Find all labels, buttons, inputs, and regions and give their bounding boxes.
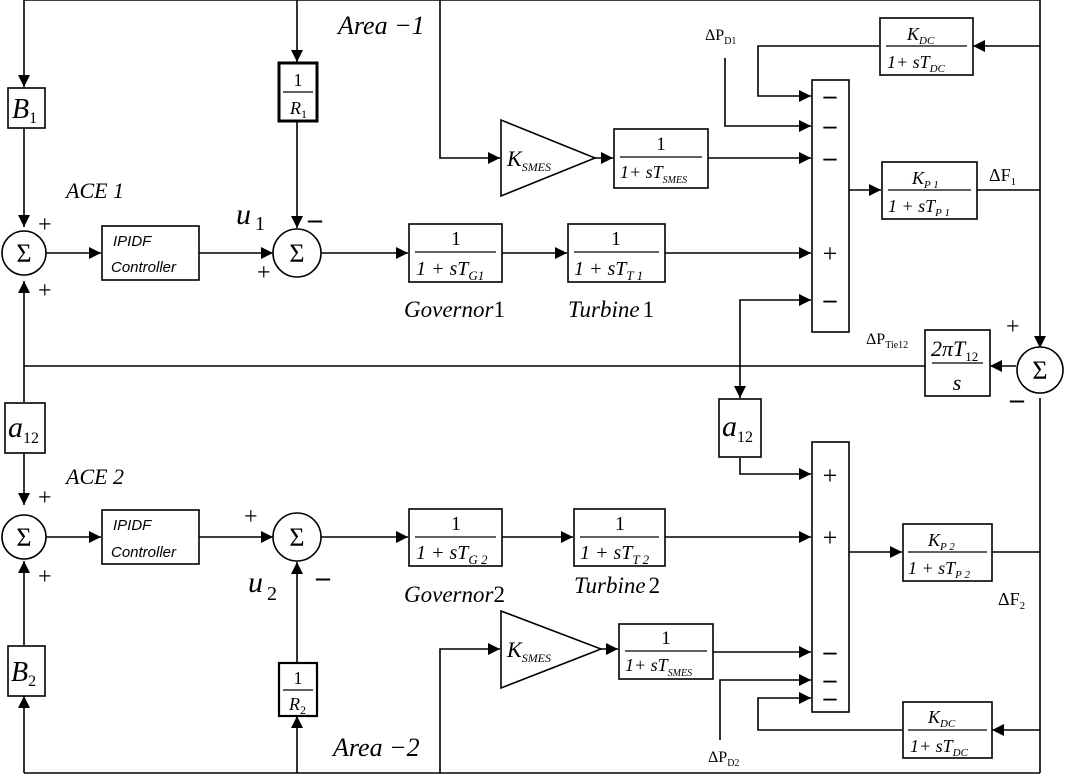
area2-label: Area −2 xyxy=(331,733,420,762)
smes1-den: 1+ sTSMES xyxy=(620,162,687,186)
ksmes1-label: KSMES xyxy=(506,146,551,174)
controller1-block xyxy=(101,225,200,281)
tie-sum-junction xyxy=(1016,346,1064,394)
gov2-den: 1 + sTG 2 xyxy=(416,542,488,567)
df2-label: ΔF2 xyxy=(998,589,1025,612)
ksmes2-gain-block xyxy=(500,609,604,690)
ace1-sigma: Σ xyxy=(16,239,31,268)
r2-num: 1 xyxy=(294,668,303,688)
controller2-line1: IPIDF xyxy=(113,517,152,534)
turb1-den: 1 + sTT 1 xyxy=(574,258,643,283)
ace1-sum-junction xyxy=(1,230,47,276)
smes1-tf-block xyxy=(613,128,709,189)
ace1-label: ACE 1 xyxy=(64,178,124,203)
summer1-minus-1: – xyxy=(823,81,838,110)
gov1-den: 1 + sTG1 xyxy=(416,258,484,283)
a12-right-block xyxy=(718,398,762,458)
signal-wires xyxy=(18,0,1046,774)
u1-sum-junction xyxy=(272,228,322,278)
tie-sigma: Σ xyxy=(1032,356,1047,385)
turbine1-block xyxy=(567,223,666,283)
gov2-num: 1 xyxy=(451,513,461,535)
summer1-minus-4: – xyxy=(823,285,838,314)
a12-left-block xyxy=(4,402,46,454)
controller2-block xyxy=(101,509,200,565)
summer1-block xyxy=(811,79,850,333)
u1-minus: – xyxy=(307,204,323,235)
controller2-line2: Controller xyxy=(111,544,177,561)
controller1-line2: Controller xyxy=(111,259,177,276)
summer1-minus-3: – xyxy=(823,143,838,172)
b1-label: B1 xyxy=(12,94,37,127)
ace2-sum-junction xyxy=(1,514,47,560)
summer2-plus-2: + xyxy=(823,523,838,552)
summer2-minus-1: – xyxy=(823,637,838,666)
b2-block xyxy=(7,645,46,697)
kdc2-num: KDC xyxy=(927,707,956,730)
summer2-minus-3: – xyxy=(823,683,838,712)
tie-den: s xyxy=(953,370,962,395)
kdc2-den: 1+ sTDC xyxy=(910,736,969,759)
controller1-line1: IPIDF xyxy=(113,233,152,250)
turb2-den: 1 + sTT 2 xyxy=(580,542,650,567)
area1-label: Area −1 xyxy=(336,11,425,40)
gov1-num: 1 xyxy=(451,228,461,250)
ksmes1-gain-block xyxy=(500,118,598,198)
turb1-num: 1 xyxy=(611,228,621,250)
kp2-den: 1 + sTP 2 xyxy=(908,558,970,581)
ace1-plus-top: + xyxy=(38,212,52,238)
u2-plus: + xyxy=(244,504,258,530)
ace2-plus-bottom: + xyxy=(38,564,52,590)
summer2-block xyxy=(811,441,850,713)
a12-right-label: a12 xyxy=(722,410,753,446)
kp1-den: 1 + sTP 1 xyxy=(888,196,950,219)
ace1-plus-bottom: + xyxy=(38,278,52,304)
u1-sigma: Σ xyxy=(289,239,304,268)
tie-plus: + xyxy=(1006,314,1020,340)
u2-sigma: Σ xyxy=(289,523,304,552)
governor1-block xyxy=(408,223,503,283)
ace2-plus-top: + xyxy=(38,485,52,511)
df1-label: ΔF1 xyxy=(989,165,1016,188)
r1-den: R1 xyxy=(289,98,307,121)
u2-minus: – xyxy=(315,562,331,593)
dptie-label: ΔPTie12 xyxy=(866,331,908,351)
a12-left-label: a12 xyxy=(8,411,39,447)
summer1-minus-2: – xyxy=(823,111,838,140)
r1-num: 1 xyxy=(294,70,303,90)
fraction-bars xyxy=(283,45,987,731)
u1-plus: + xyxy=(257,260,271,286)
smes1-num: 1 xyxy=(656,134,666,155)
b2-label: B2 xyxy=(11,657,36,690)
ace2-label: ACE 2 xyxy=(64,464,124,489)
summer1-plus: + xyxy=(823,239,838,268)
summer2-plus-1: + xyxy=(823,461,838,490)
governor2-name: Governor2 xyxy=(404,582,505,607)
kp2-num: KP 2 xyxy=(927,530,955,553)
ace2-sigma: Σ xyxy=(16,523,31,552)
r2-den: R2 xyxy=(288,694,306,717)
summer2-minus-2: – xyxy=(823,665,838,694)
kp1-num: KP 1 xyxy=(911,168,939,191)
dpd2-label: ΔPD2 xyxy=(708,749,739,769)
ksmes2-label: KSMES xyxy=(506,637,551,665)
dpd1-label: ΔPD1 xyxy=(705,27,736,47)
governor1-name: Governor1 xyxy=(404,297,505,322)
turb2-num: 1 xyxy=(615,513,625,535)
smes2-num: 1 xyxy=(661,628,671,649)
tie-minus: – xyxy=(1009,384,1025,415)
smes2-den: 1+ sTSMES xyxy=(625,655,692,679)
kdc1-den: 1+ sTDC xyxy=(887,52,946,75)
kdc1-num: KDC xyxy=(906,24,935,47)
tie-num: 2πT12 xyxy=(931,336,978,364)
b1-block xyxy=(7,87,46,129)
u2-sum-junction xyxy=(272,512,322,562)
